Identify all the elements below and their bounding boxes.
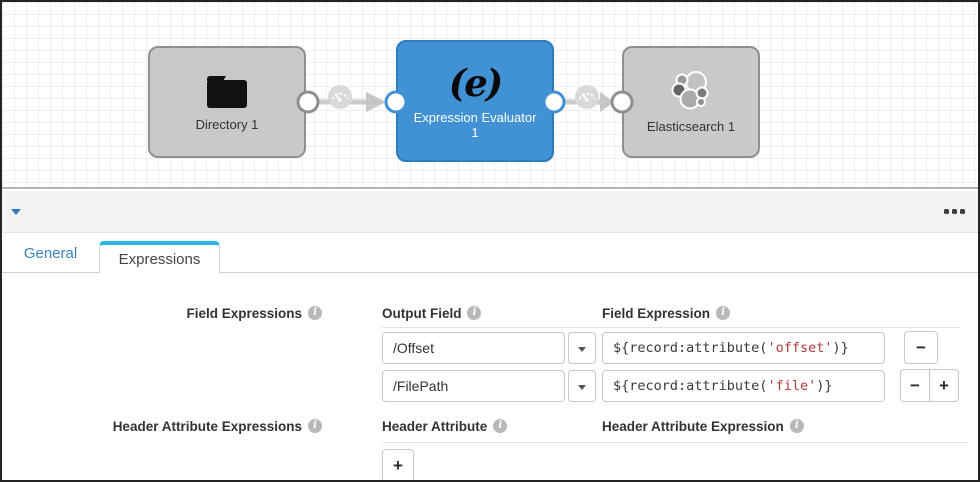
add-row-button[interactable]: +: [929, 369, 959, 402]
folder-icon: [204, 72, 250, 110]
tab-general[interactable]: General: [23, 245, 78, 262]
header-attribute-expressions-section-label: Header Attribute Expressions: [2, 419, 322, 434]
expressions-config-form: Field Expressions Output Field Field Exp…: [2, 273, 978, 480]
field-expression-column-header: Field Expression: [602, 306, 731, 321]
input-port[interactable]: [384, 90, 408, 114]
add-row-button[interactable]: +: [382, 449, 414, 480]
input-port[interactable]: [610, 90, 634, 114]
stage-label: Elasticsearch 1: [646, 119, 736, 134]
stage-elasticsearch[interactable]: Elasticsearch 1: [622, 46, 760, 158]
remove-row-button[interactable]: −: [900, 369, 930, 402]
stage-expression-evaluator[interactable]: (e) Expression Evaluator 1: [396, 40, 554, 162]
field-picker-caret-button[interactable]: [568, 332, 596, 364]
output-field-input[interactable]: /FilePath: [382, 370, 565, 402]
divider: [382, 327, 960, 328]
expression-evaluator-icon: (e): [448, 60, 504, 105]
info-icon[interactable]: [716, 306, 731, 320]
output-field-input[interactable]: /Offset: [382, 332, 565, 364]
field-expression-input[interactable]: ${record:attribute('offset')}: [602, 332, 885, 364]
tab-expressions[interactable]: Expressions: [99, 241, 220, 274]
config-tabbar: General Expressions: [2, 234, 978, 274]
info-icon[interactable]: [308, 419, 322, 433]
link-arrowhead-icon: [366, 92, 386, 112]
header-attribute-column-header: Header Attribute: [382, 419, 508, 434]
stage-directory[interactable]: Directory 1: [148, 46, 306, 158]
stage-label: Directory 1: [195, 117, 259, 132]
output-field-column-header: Output Field: [382, 306, 482, 321]
header-attribute-expression-column-header: Header Attribute Expression: [602, 419, 804, 434]
metrics-gauge-icon: [328, 85, 352, 109]
stage-label: Expression Evaluator 1: [413, 109, 537, 140]
detail-pane-toolbar: [2, 191, 978, 233]
info-icon[interactable]: [308, 306, 322, 320]
info-icon[interactable]: [789, 419, 804, 433]
field-expression-input[interactable]: ${record:attribute('file')}: [602, 370, 885, 402]
field-expressions-section-label: Field Expressions: [2, 306, 322, 321]
metrics-gauge-icon: [575, 85, 599, 109]
elasticsearch-icon: [669, 70, 713, 112]
remove-row-button[interactable]: −: [904, 331, 938, 364]
more-actions-icon[interactable]: [944, 209, 965, 214]
collapse-pane-caret-icon[interactable]: [11, 209, 21, 215]
output-port[interactable]: [542, 90, 566, 114]
output-port[interactable]: [296, 90, 320, 114]
pipeline-canvas[interactable]: Directory 1 (e) Expression Evaluator 1: [2, 2, 978, 189]
info-icon[interactable]: [493, 419, 508, 433]
row-actions-group: − +: [900, 369, 959, 402]
field-picker-caret-button[interactable]: [568, 370, 596, 402]
info-icon[interactable]: [467, 306, 482, 320]
divider: [382, 442, 968, 443]
